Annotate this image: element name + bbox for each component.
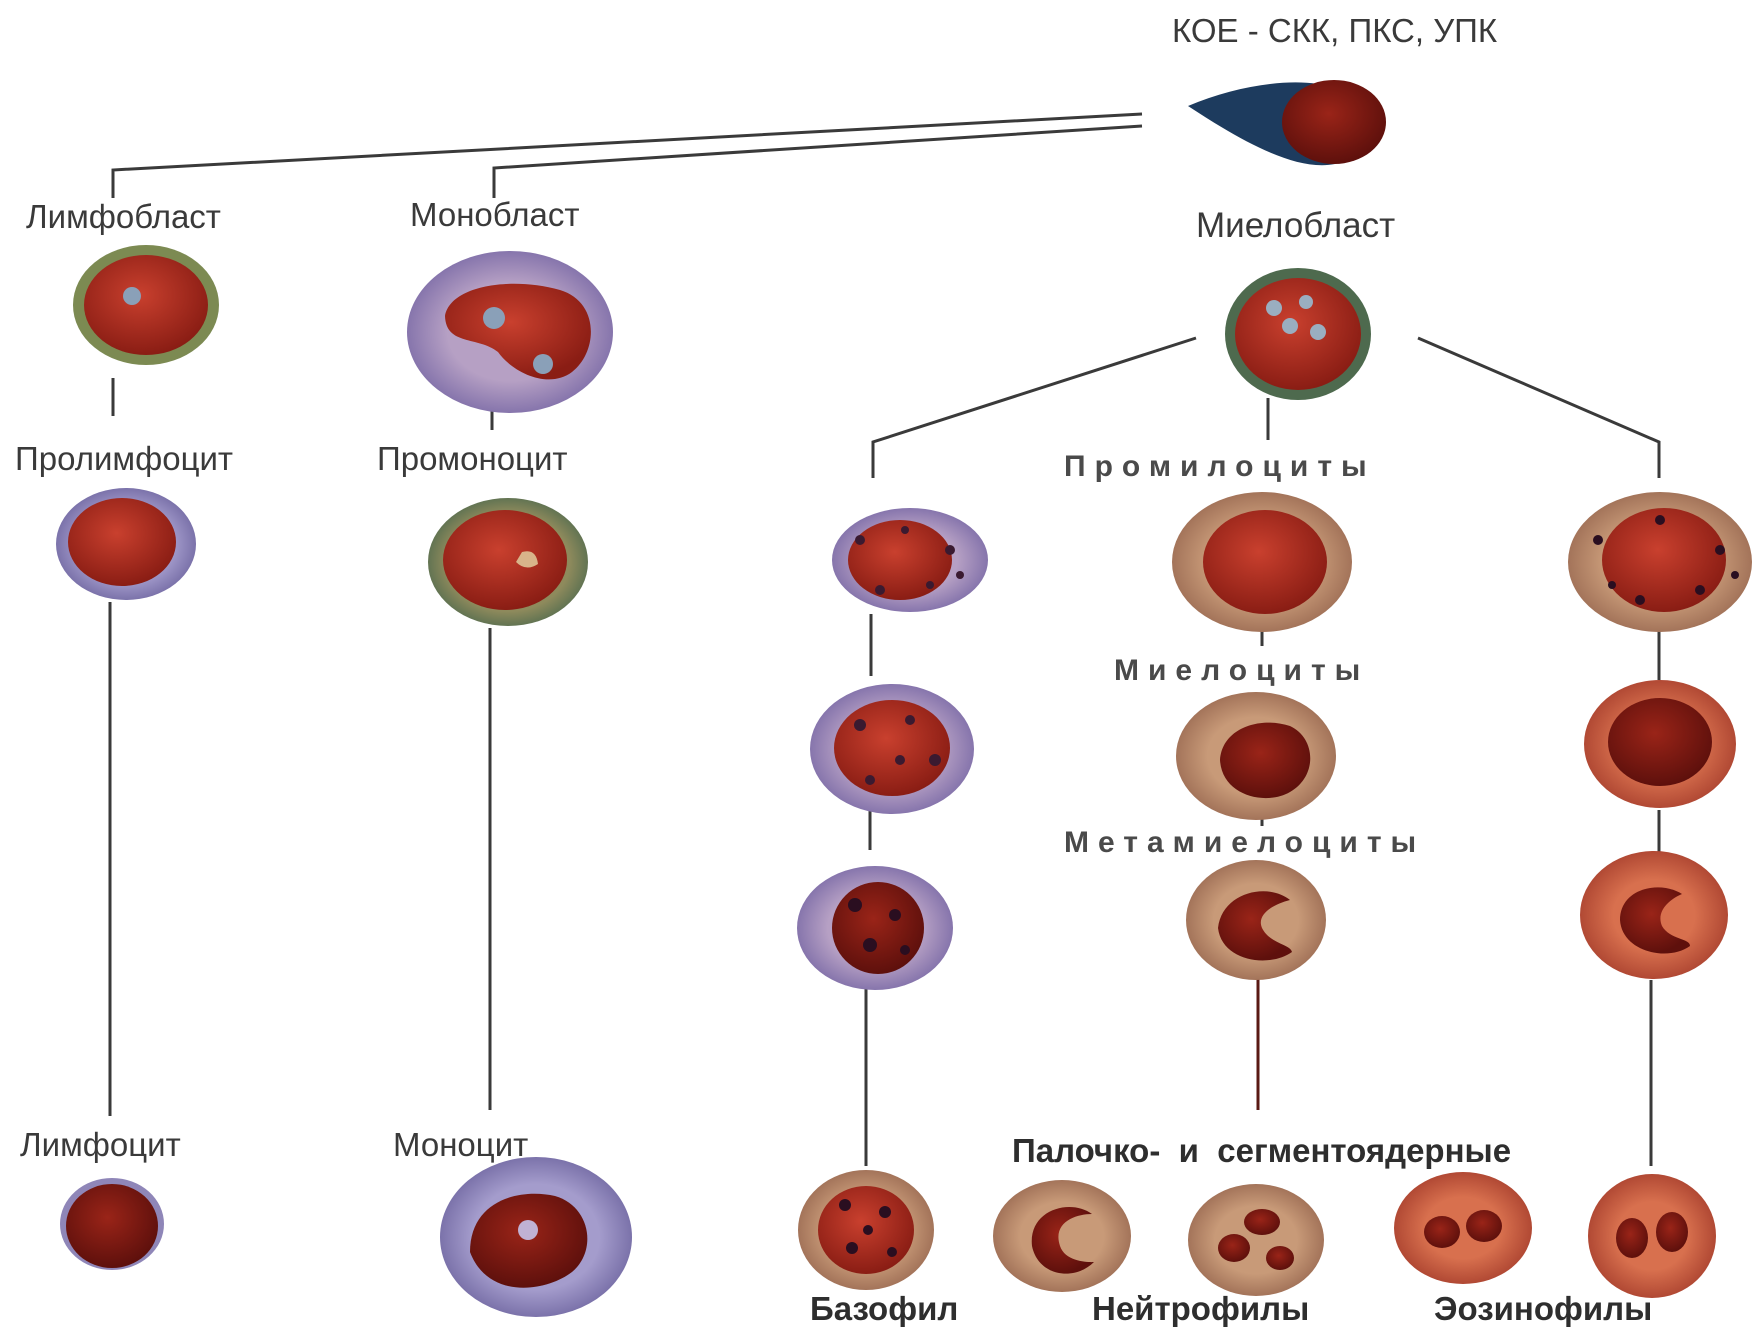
cell-lymphocyte — [60, 1178, 164, 1270]
cell-neutrophil-band — [993, 1180, 1131, 1292]
cell-basophil-metamyelocyte — [797, 866, 953, 990]
stem-cell — [1188, 80, 1386, 165]
label-myelocytes: Миелоциты — [1114, 654, 1369, 688]
cell-neutrophil-segmented — [1188, 1184, 1324, 1296]
cell-lymphoblast — [73, 245, 219, 365]
label-promyelocytes: Промилоциты — [1064, 450, 1376, 484]
cell-prolymphocyte — [56, 488, 196, 600]
label-basophil: Базофил — [810, 1290, 958, 1328]
cell-monocyte — [440, 1157, 632, 1317]
line-myeloblast-to-eosinophil-branch — [1418, 338, 1659, 478]
cell-neutrophil-myelocyte — [1176, 692, 1336, 820]
label-prolymphocyte: Пролимфоцит — [15, 440, 233, 478]
cell-neutrophil-metamyelocyte — [1186, 860, 1326, 980]
label-promonocyte: Промоноцит — [377, 440, 568, 478]
label-monocyte: Моноцит — [393, 1126, 528, 1164]
cell-promonocyte — [428, 498, 588, 626]
cell-eosinophil-myelocyte — [1584, 680, 1736, 808]
cell-myeloblast — [1225, 268, 1371, 400]
line-stem-to-monoblast — [494, 126, 1142, 198]
line-stem-to-lymphoblast — [113, 114, 1142, 198]
cell-monoblast — [407, 251, 613, 413]
label-eosinophils: Эозинофилы — [1434, 1290, 1652, 1328]
cell-basophil — [798, 1170, 934, 1290]
cell-eosinophil-band — [1394, 1172, 1532, 1284]
cell-eosinophil-metamyelocyte — [1580, 851, 1728, 979]
label-monoblast: Монобласт — [410, 196, 579, 234]
cell-neutrophil-promyelocyte — [1172, 492, 1352, 632]
label-metamyelocytes: Метамиелоциты — [1064, 826, 1425, 860]
cell-eosinophil — [1588, 1174, 1716, 1298]
cell-basophil-myelocyte — [810, 684, 974, 814]
label-myeloblast: Миелобласт — [1196, 206, 1395, 246]
connector-lines — [110, 114, 1659, 1166]
label-lymphocyte: Лимфоцит — [20, 1126, 181, 1164]
cell-eosinophil-promyelocyte — [1568, 492, 1752, 632]
label-band-segmented: Палочко- и сегментоядерные — [1012, 1132, 1511, 1170]
label-neutrophils: Нейтрофилы — [1092, 1290, 1309, 1328]
label-lymphoblast: Лимфобласт — [26, 198, 221, 236]
label-root: КОЕ - СКК, ПКС, УПК — [1172, 12, 1497, 50]
cell-basophil-promyelocyte — [832, 508, 988, 612]
